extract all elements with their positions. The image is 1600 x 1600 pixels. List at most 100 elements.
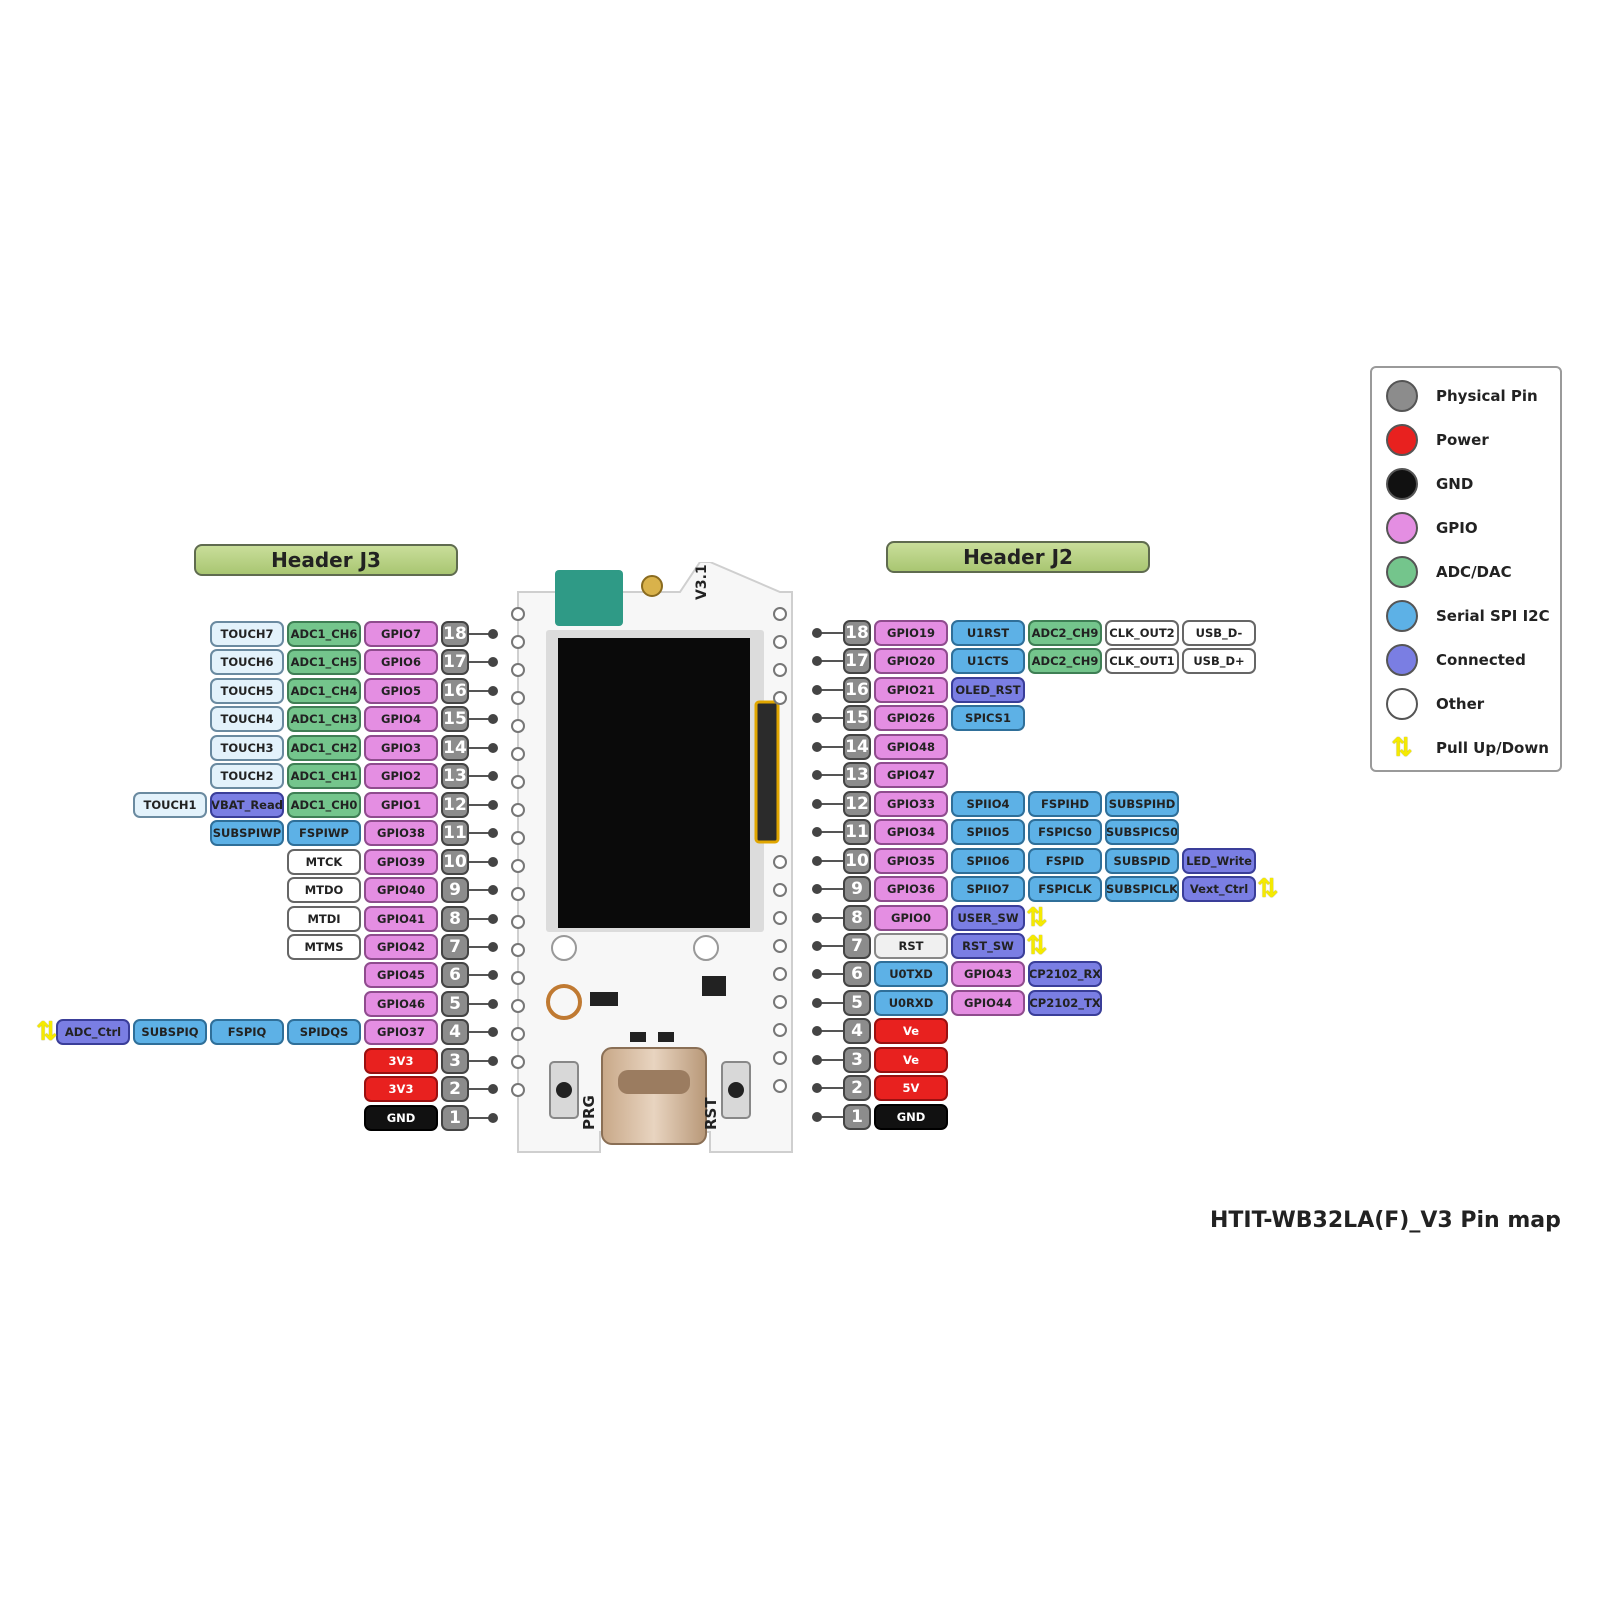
pin-connector-dot — [488, 857, 498, 867]
j3-pin-2-3v3-label: 3V3 — [364, 1076, 438, 1102]
j3-pin-4-subspiq-label: SUBSPIQ — [133, 1019, 207, 1045]
j2-pin-5-gpio44-label: GPIO44 — [951, 990, 1025, 1016]
j3-pin-17-touch6-label: TOUCH6 — [210, 649, 284, 675]
j3-pin-11-gpio38-label: GPIO38 — [364, 820, 438, 846]
j2-pin-18-gpio19-label: GPIO19 — [874, 620, 948, 646]
legend-label: Pull Up/Down — [1436, 739, 1549, 757]
pin-connector-dot — [488, 657, 498, 667]
j2-pin-16-gpio21-label: GPIO21 — [874, 677, 948, 703]
j3-pin-9-mtdo-label: MTDO — [287, 877, 361, 903]
j2-pin-17-u1cts-label: U1CTS — [951, 648, 1025, 674]
j3-pin-14-gpio3-label: GPIO3 — [364, 735, 438, 761]
j3-physical-pin-8: 8 — [441, 906, 469, 932]
legend-item-power: Power — [1386, 422, 1489, 458]
j3-pin-4-gpio37-label: GPIO37 — [364, 1019, 438, 1045]
j3-pin-15-gpio4-label: GPIO4 — [364, 706, 438, 732]
pin-connector-line — [468, 1117, 494, 1119]
legend-item-gnd: GND — [1386, 466, 1473, 502]
j3-physical-pin-3: 3 — [441, 1048, 469, 1074]
pin-connector-dot — [812, 742, 822, 752]
diagram-title: HTIT-WB32LA(F)_V3 Pin map — [1210, 1208, 1561, 1233]
j2-physical-pin-18: 18 — [843, 620, 871, 646]
pin-connector-line — [816, 888, 844, 890]
j3-pin-4-adc-ctrl-label: ADC_Ctrl — [56, 1019, 130, 1045]
pin-connector-dot — [488, 914, 498, 924]
j2-pin-8-gpio0-label: GPIO0 — [874, 905, 948, 931]
j2-physical-pin-11: 11 — [843, 819, 871, 845]
pin-connector-dot — [488, 1113, 498, 1123]
j3-pin-18-gpio7-label: GPIO7 — [364, 621, 438, 647]
j3-physical-pin-4: 4 — [441, 1019, 469, 1045]
j3-pin-10-mtck-label: MTCK — [287, 849, 361, 875]
pin-connector-line — [816, 973, 844, 975]
pin-connector-line — [468, 974, 494, 976]
j3-physical-pin-5: 5 — [441, 991, 469, 1017]
pin-connector-dot — [488, 1084, 498, 1094]
legend-item-pull-up-down: ⇅Pull Up/Down — [1386, 730, 1549, 766]
j3-physical-pin-16: 16 — [441, 678, 469, 704]
pin-connector-line — [816, 1030, 844, 1032]
pin-connector-dot — [812, 1026, 822, 1036]
legend-swatch-power — [1386, 424, 1418, 456]
j3-pin-7-mtms-label: MTMS — [287, 934, 361, 960]
j2-pin-1-gnd-label: GND — [874, 1104, 948, 1130]
header-j2-banner: Header J2 — [886, 541, 1150, 573]
pin-connector-line — [816, 717, 844, 719]
j3-physical-pin-2: 2 — [441, 1076, 469, 1102]
j2-physical-pin-12: 12 — [843, 791, 871, 817]
pin-connector-dot — [488, 1027, 498, 1037]
j3-pin-12-adc1-ch0-label: ADC1_CH0 — [287, 792, 361, 818]
j2-pin-12-spiio4-label: SPIIO4 — [951, 791, 1025, 817]
version-mark: V3.1 — [694, 564, 710, 600]
j3-physical-pin-12: 12 — [441, 792, 469, 818]
pin-connector-dot — [488, 970, 498, 980]
pin-connector-line — [468, 861, 494, 863]
j3-pin-13-gpio2-label: GPIO2 — [364, 763, 438, 789]
j2-physical-pin-4: 4 — [843, 1018, 871, 1044]
j2-pin-12-fspihd-label: FSPIHD — [1028, 791, 1102, 817]
pin-connector-line — [816, 945, 844, 947]
pin-connector-line — [816, 746, 844, 748]
legend-label: GND — [1436, 475, 1474, 493]
pin-connector-dot — [812, 827, 822, 837]
j2-pin-7-rst-label: RST — [874, 933, 948, 959]
j3-physical-pin-11: 11 — [441, 820, 469, 846]
pin-connector-line — [468, 889, 494, 891]
pin-connector-line — [468, 1060, 494, 1062]
j2-physical-pin-9: 9 — [843, 876, 871, 902]
j2-pin-18-adc2-ch9-label: ADC2_CH9 — [1028, 620, 1102, 646]
legend-swatch-connected — [1386, 644, 1418, 676]
pin-connector-dot — [812, 628, 822, 638]
legend-swatch-physical — [1386, 380, 1418, 412]
pin-connector-dot — [488, 800, 498, 810]
j3-physical-pin-18: 18 — [441, 621, 469, 647]
j2-pin-6-gpio43-label: GPIO43 — [951, 961, 1025, 987]
pin-connector-dot — [812, 656, 822, 666]
legend-label: ADC/DAC — [1436, 563, 1512, 581]
legend-swatch-adc — [1386, 556, 1418, 588]
pin-connector-line — [816, 1116, 844, 1118]
rst-label: RST — [702, 1097, 720, 1130]
j3-physical-pin-7: 7 — [441, 934, 469, 960]
j3-physical-pin-15: 15 — [441, 706, 469, 732]
oled-display — [558, 638, 750, 928]
j2-pin-16-oled-rst-label: OLED_RST — [951, 677, 1025, 703]
pin-connector-line — [816, 632, 844, 634]
j2-pin-9-spiio7-label: SPIIO7 — [951, 876, 1025, 902]
pin-connector-line — [468, 1003, 494, 1005]
j2-pin-6-u0txd-label: U0TXD — [874, 961, 948, 987]
legend-label: Physical Pin — [1436, 387, 1538, 405]
j3-pin-11-fspiwp-label: FSPIWP — [287, 820, 361, 846]
pin-connector-line — [816, 1059, 844, 1061]
j3-physical-pin-10: 10 — [441, 849, 469, 875]
j2-pin-11-subspics0-label: SUBSPICS0 — [1105, 819, 1179, 845]
j3-physical-pin-1: 1 — [441, 1105, 469, 1131]
j2-physical-pin-13: 13 — [843, 762, 871, 788]
pin-connector-dot — [488, 714, 498, 724]
j3-pin-17-gpio6-label: GPIO6 — [364, 649, 438, 675]
j2-physical-pin-6: 6 — [843, 961, 871, 987]
pin-connector-dot — [812, 941, 822, 951]
pin-connector-line — [816, 860, 844, 862]
j3-pin-16-gpio5-label: GPIO5 — [364, 678, 438, 704]
